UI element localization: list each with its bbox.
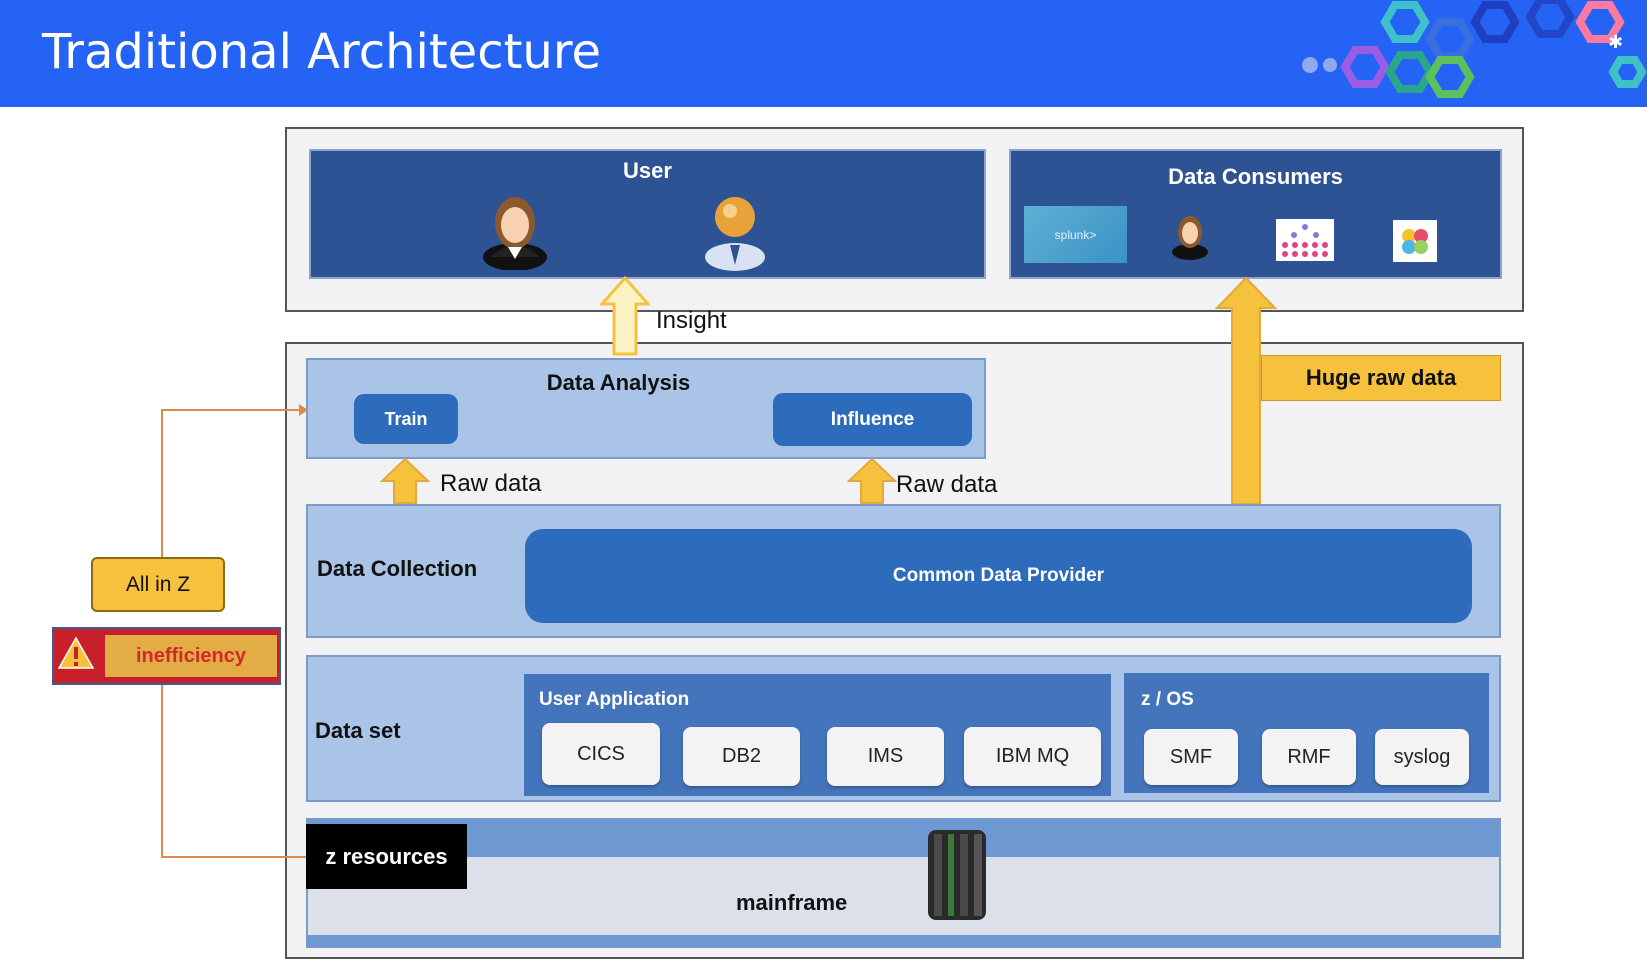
db2-item[interactable]: DB2 [683, 727, 800, 786]
connector-line-bottom [161, 683, 163, 857]
insight-arrow-icon [600, 276, 650, 356]
user-box-label: User [623, 158, 672, 183]
ims-item[interactable]: IMS [827, 727, 944, 786]
connector-line-to-resources [161, 856, 306, 858]
raw-data-arrow-left-icon [380, 457, 430, 504]
common-data-provider[interactable]: Common Data Provider [525, 529, 1472, 623]
hexagon-decoration: ✱ ✱ [1302, 0, 1647, 98]
data-collection-label: Data Collection [317, 556, 478, 581]
syslog-item[interactable]: syslog [1375, 729, 1469, 785]
user-female-icon [483, 197, 547, 270]
splunk-logo: splunk> [1024, 206, 1127, 263]
data-set-label: Data set [315, 718, 401, 743]
insight-label: Insight [656, 307, 727, 334]
connector-line-to-analysis [161, 409, 303, 411]
zos-label: z / OS [1141, 689, 1194, 710]
slide-title: Traditional Architecture [42, 24, 602, 80]
dot-matrix-icon [1276, 219, 1334, 261]
z-resources-label: z resources [306, 824, 467, 889]
raw-data-arrow-right-icon [847, 457, 897, 504]
cics-item[interactable]: CICS [542, 723, 660, 785]
all-in-z-badge: All in Z [91, 557, 225, 612]
data-consumers-label: Data Consumers [1168, 164, 1343, 189]
rmf-item[interactable]: RMF [1262, 729, 1356, 785]
inefficiency-label: inefficiency [105, 635, 277, 677]
raw-data-left-label: Raw data [440, 470, 542, 497]
mainframe-top-band [307, 819, 1500, 857]
user-box [309, 149, 986, 279]
svg-text:✱: ✱ [1608, 32, 1623, 53]
data-analysis-label: Data Analysis [546, 370, 691, 395]
mainframe-label: mainframe [736, 890, 848, 915]
connector-line-top [161, 409, 163, 557]
influence-button[interactable]: Influence [773, 393, 972, 446]
smf-item[interactable]: SMF [1144, 729, 1238, 785]
connector-arrowhead [299, 404, 308, 416]
mainframe-server-icon [928, 830, 986, 920]
user-application-label: User Application [539, 689, 690, 710]
consumer-person-icon [1172, 216, 1208, 260]
train-button[interactable]: Train [354, 394, 458, 444]
warning-icon [58, 636, 94, 669]
mainframe-bottom-band [307, 935, 1500, 947]
huge-raw-data-label: Huge raw data [1261, 355, 1501, 401]
color-flower-icon [1393, 220, 1437, 262]
ibm-mq-item[interactable]: IBM MQ [964, 727, 1101, 786]
raw-data-right-label: Raw data [896, 471, 998, 498]
user-male-icon [705, 197, 765, 271]
